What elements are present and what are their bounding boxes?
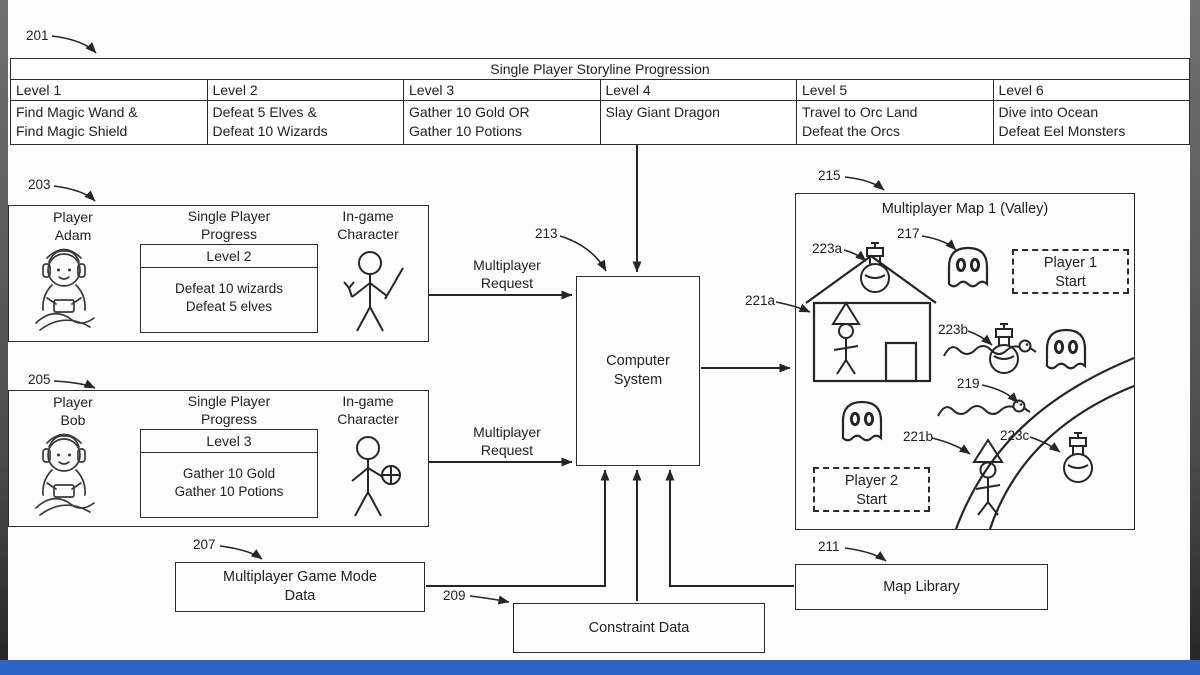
leader-223b	[967, 330, 993, 346]
leader-209	[469, 595, 510, 605]
column-header: Level 1	[11, 80, 207, 101]
ref-217: 217	[897, 226, 920, 241]
page-edge-left	[0, 0, 8, 660]
map-river-path	[954, 356, 1135, 530]
leader-221b	[931, 437, 971, 455]
map-library-box: Map Library	[795, 564, 1048, 610]
bob-level-label: Level 3	[141, 430, 317, 453]
column-header: Level 4	[600, 80, 796, 101]
multiplayer-game-mode-data-box: Multiplayer Game Mode Data	[175, 562, 425, 612]
ref-207: 207	[193, 537, 216, 552]
leader-217	[921, 235, 957, 251]
table-column-level3: Level 3 Gather 10 Gold OR Gather 10 Poti…	[404, 80, 601, 144]
ref-221a: 221a	[745, 293, 776, 308]
player-adam-box	[8, 205, 429, 342]
arrow-maplibrary-to-computer	[665, 469, 794, 587]
column-header: Level 6	[993, 80, 1189, 101]
computer-system-label: Computer System	[606, 353, 670, 388]
leader-211	[844, 547, 887, 562]
ref-205: 205	[28, 372, 51, 387]
footer-bar	[0, 660, 1200, 675]
table-title: Single Player Storyline Progression	[11, 59, 1189, 80]
column-cell: Dive into Ocean Defeat Eel Monsters	[998, 104, 1126, 139]
adam-character-icon	[343, 251, 404, 332]
adam-character-title: In-game Character	[337, 208, 399, 242]
computer-system-box	[576, 276, 700, 466]
column-cell: Defeat 5 Elves & Defeat 10 Wizards	[212, 104, 328, 139]
ref-211: 211	[818, 539, 840, 554]
multiplayer-request-label-adam: Multiplayer Request	[473, 257, 541, 291]
ref-223b: 223b	[938, 322, 969, 337]
adam-level-box: Level 2 Defeat 10 wizards Defeat 5 elves	[140, 244, 318, 333]
leader-215	[844, 176, 885, 191]
multiplayer-request-label-bob: Multiplayer Request	[473, 424, 541, 458]
leader-203	[53, 185, 96, 202]
adam-name-label: Player Adam	[53, 209, 93, 243]
ref-203: 203	[28, 177, 51, 192]
wizard-icon	[831, 301, 861, 375]
table-column-level4: Level 4 Slay Giant Dragon	[600, 80, 797, 144]
bob-level-box: Level 3 Gather 10 Gold Gather 10 Potions	[140, 429, 318, 518]
table-grid: Level 1 Find Magic Wand & Find Magic Shi…	[11, 80, 1189, 144]
player-bob-box	[8, 390, 429, 527]
multiplayer-map-box	[795, 193, 1135, 530]
map-title: Multiplayer Map 1 (Valley)	[881, 201, 1049, 217]
leader-213	[559, 235, 607, 272]
adam-progress-title: Single Player Progress	[187, 208, 271, 242]
column-cell: Gather 10 Gold OR Gather 10 Potions	[409, 104, 530, 139]
column-cell: Find Magic Wand & Find Magic Shield	[16, 104, 138, 139]
leader-207	[219, 545, 263, 560]
bob-character-title: In-game Character	[337, 393, 399, 427]
constraint-data-box: Constraint Data	[513, 603, 765, 653]
ref-215: 215	[818, 168, 841, 183]
ref-219: 219	[957, 376, 980, 391]
adam-level-label: Level 2	[141, 245, 317, 268]
table-column-level6: Level 6 Dive into Ocean Defeat Eel Monst…	[993, 80, 1189, 144]
bob-progress-title: Single Player Progress	[187, 393, 271, 427]
ref-213: 213	[535, 226, 558, 241]
table-column-level2: Level 2 Defeat 5 Elves & Defeat 10 Wizar…	[207, 80, 404, 144]
column-cell: Travel to Orc Land Defeat the Orcs	[802, 104, 918, 139]
table-column-level5: Level 5 Travel to Orc Land Defeat the Or…	[797, 80, 994, 144]
adam-level-tasks: Defeat 10 wizards Defeat 5 elves	[174, 281, 284, 314]
column-cell: Slay Giant Dragon	[605, 104, 720, 120]
leader-201	[51, 35, 97, 54]
ref-223c: 223c	[1000, 428, 1030, 443]
ref-209: 209	[443, 588, 466, 603]
column-header: Level 3	[404, 80, 600, 101]
ref-223a: 223a	[812, 241, 843, 256]
table-column-level1: Level 1 Find Magic Wand & Find Magic Shi…	[11, 80, 208, 144]
leader-223c	[1029, 436, 1061, 453]
bob-level-tasks: Gather 10 Gold Gather 10 Potions	[174, 466, 284, 499]
ref-201: 201	[26, 28, 49, 43]
storyline-table: Single Player Storyline Progression Leve…	[10, 58, 1190, 145]
ref-221b: 221b	[903, 429, 934, 444]
bob-character-icon	[351, 436, 401, 517]
column-header: Level 2	[207, 80, 403, 101]
wizard-icon	[972, 438, 1004, 516]
bob-name-label: Player Bob	[53, 394, 93, 428]
player2-start-box: Player 2 Start	[813, 467, 930, 512]
arrow-gamemode-to-computer	[426, 469, 610, 587]
player1-start-box: Player 1 Start	[1012, 249, 1129, 294]
leader-221a	[775, 301, 811, 313]
page-edge-right	[1190, 0, 1200, 660]
column-header: Level 5	[797, 80, 993, 101]
leader-205	[53, 379, 96, 389]
